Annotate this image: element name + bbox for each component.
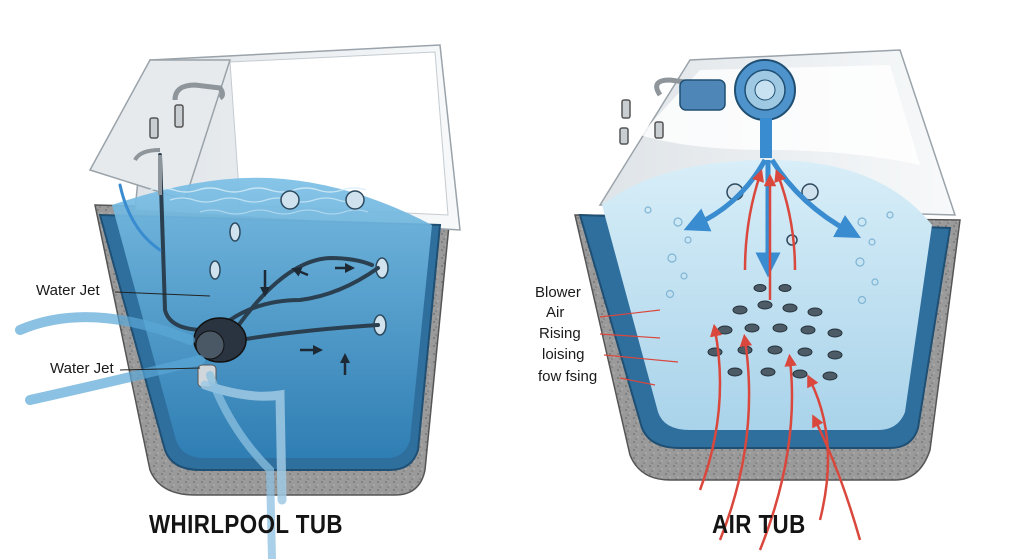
air-label-air: Air <box>546 304 565 321</box>
whirlpool-water <box>112 177 432 458</box>
air-label-rising: Rising <box>539 325 581 342</box>
air-caption: AIR TUB <box>712 509 806 539</box>
air-blower <box>654 59 796 158</box>
air-side-bubbles <box>644 206 894 305</box>
air-faucet <box>619 99 664 145</box>
whirlpool-label-water-jet-1: Water Jet <box>36 282 100 299</box>
whirlpool-tub <box>15 44 461 559</box>
whirlpool-label-water-jet-2: Water Jet <box>50 360 114 377</box>
whirlpool-faucet <box>133 82 225 195</box>
air-floor-holes <box>707 284 843 381</box>
whirlpool-flow-arrows <box>260 263 355 375</box>
air-label-blower: Blower <box>535 284 581 301</box>
whirlpool-leader-2 <box>119 367 201 371</box>
whirlpool-leader-1 <box>114 291 211 297</box>
whirlpool-caption: WHIRLPOOL TUB <box>149 509 343 539</box>
air-label-loising: loising <box>542 346 585 363</box>
air-leader-lines <box>599 309 679 386</box>
air-rising-arrows <box>698 169 862 551</box>
whirlpool-hoses <box>15 183 287 559</box>
air-label-fow-fsing: fow fsing <box>538 368 598 385</box>
air-tub <box>574 49 961 551</box>
whirlpool-rim <box>88 59 232 201</box>
